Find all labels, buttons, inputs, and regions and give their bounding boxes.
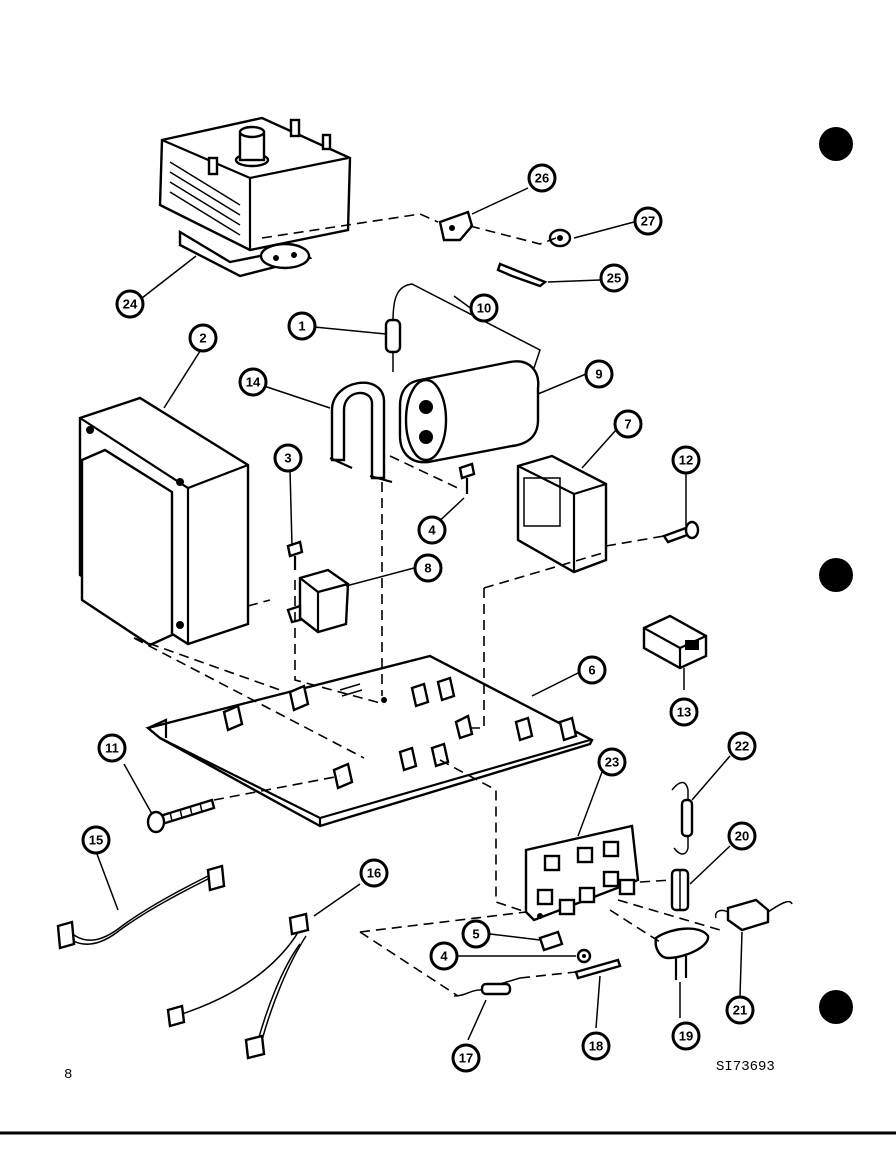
svg-text:25: 25 (607, 271, 621, 286)
svg-text:22: 22 (735, 739, 749, 754)
part-20-fuse (670, 868, 690, 912)
svg-text:2: 2 (199, 331, 206, 346)
part-13-connector (642, 614, 708, 670)
binder-hole-top (819, 127, 853, 161)
part-7-choke (516, 454, 608, 574)
svg-text:4: 4 (440, 949, 448, 964)
part-9-capacitor (398, 360, 540, 464)
part-15-wire-harness (56, 864, 226, 950)
svg-text:19: 19 (679, 1029, 693, 1044)
part-3-screw (286, 540, 304, 570)
part-16-wire-harness (166, 912, 310, 1060)
part-2-transformer (78, 396, 250, 647)
assembly-dashed-lines (133, 213, 721, 997)
callout-19: 19 (671, 1021, 701, 1051)
callout-12: 12 (671, 445, 701, 475)
svg-text:14: 14 (246, 375, 261, 390)
svg-text:6: 6 (588, 663, 595, 678)
callout-10: 10 (469, 293, 499, 323)
part-5-clip (538, 930, 564, 952)
binder-hole-middle (819, 558, 853, 592)
callout-8: 8 (413, 553, 443, 583)
callout-5: 5 (461, 919, 491, 949)
part-8-relay (286, 568, 350, 634)
part-17-resistor (453, 977, 521, 997)
svg-text:16: 16 (367, 866, 381, 881)
part-14-strap (329, 381, 393, 484)
part-4-screw-upper (458, 462, 476, 494)
binder-hole-bottom (819, 990, 853, 1024)
svg-text:15: 15 (89, 833, 103, 848)
callout-11: 11 (97, 733, 127, 763)
svg-text:11: 11 (105, 741, 119, 756)
callout-14: 14 (238, 367, 268, 397)
part-23-circuit-board (524, 824, 640, 922)
part-10-wire (392, 283, 541, 381)
callout-20: 20 (727, 821, 757, 851)
svg-text:23: 23 (605, 755, 619, 770)
page-number: 8 (64, 1067, 72, 1083)
part-6-base-plate (145, 654, 594, 828)
svg-text:8: 8 (424, 561, 431, 576)
svg-text:12: 12 (679, 453, 693, 468)
svg-text:26: 26 (535, 171, 549, 186)
callout-26: 26 (527, 163, 557, 193)
svg-text:24: 24 (123, 297, 138, 312)
callout-24: 24 (115, 289, 145, 319)
svg-text:3: 3 (284, 451, 291, 466)
callouts: 1 2 3 4 4 5 6 7 8 9 10 11 12 13 14 15 16… (81, 163, 757, 1073)
callout-9: 9 (584, 359, 614, 389)
part-18-probe (574, 958, 622, 980)
leader-lines (96, 187, 743, 1041)
part-19-switch (654, 927, 710, 980)
part-21-thermistor (714, 898, 793, 932)
svg-text:21: 21 (733, 1003, 747, 1018)
callout-15: 15 (81, 825, 111, 855)
svg-text:4: 4 (428, 523, 436, 538)
svg-text:10: 10 (477, 301, 491, 316)
callout-2: 2 (188, 323, 218, 353)
part-27-screw (548, 228, 572, 248)
callout-17: 17 (451, 1043, 481, 1073)
part-26-bracket (438, 210, 474, 242)
part-24-magnetron (158, 116, 352, 278)
callout-4-lower: 4 (429, 941, 459, 971)
callout-6: 6 (577, 655, 607, 685)
svg-text:1: 1 (298, 319, 305, 334)
callout-16: 16 (359, 858, 389, 888)
callout-3: 3 (273, 443, 303, 473)
callout-13: 13 (669, 697, 699, 727)
part-11-screw (146, 798, 216, 834)
callout-23: 23 (597, 747, 627, 777)
drawing-id: SI73693 (716, 1059, 775, 1075)
callout-18: 18 (581, 1031, 611, 1061)
callout-7: 7 (613, 409, 643, 439)
part-25-probe (496, 262, 548, 288)
svg-text:18: 18 (589, 1039, 603, 1054)
part-22-fuse-wire (671, 781, 694, 855)
svg-text:13: 13 (677, 705, 691, 720)
svg-text:5: 5 (472, 927, 479, 942)
svg-text:9: 9 (595, 367, 602, 382)
part-1-diode (384, 318, 402, 372)
callout-25: 25 (599, 263, 629, 293)
svg-text:27: 27 (641, 214, 655, 229)
svg-text:20: 20 (735, 829, 749, 844)
svg-text:17: 17 (459, 1051, 473, 1066)
callout-4-upper: 4 (417, 515, 447, 545)
callout-27: 27 (633, 206, 663, 236)
part-12-screw (662, 520, 700, 544)
callout-22: 22 (727, 731, 757, 761)
part-4-screw-lower (576, 948, 592, 964)
callout-21: 21 (725, 995, 755, 1025)
svg-text:7: 7 (624, 417, 631, 432)
callout-1: 1 (287, 311, 317, 341)
